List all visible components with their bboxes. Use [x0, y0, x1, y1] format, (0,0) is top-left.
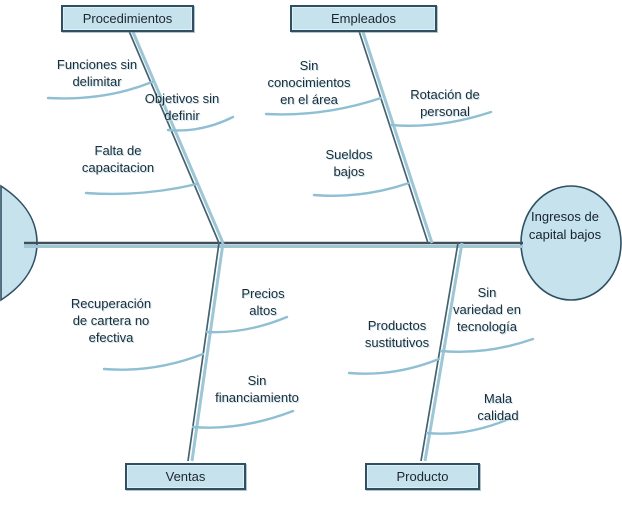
connector-sueldos-bajos — [312, 181, 411, 197]
cause-label-sueldos-bajos: Sueldos bajos — [325, 147, 373, 179]
connector-rotacion-de-personal — [389, 110, 493, 127]
cause-label-recuperacion-cartera: Recuperación de cartera no efectiva — [70, 296, 152, 345]
cause-label-falta-de-capacitacion: Falta de capacitacion — [81, 143, 155, 175]
connector-sin-financiamiento — [191, 409, 295, 429]
branch-line-ventas — [187, 242, 220, 462]
connector-productos-sustitutivos — [347, 357, 441, 375]
cause-label-funciones-sin-delimitar: Funciones sin delimitar — [56, 57, 138, 89]
connector-recuperacion-cartera — [102, 352, 205, 371]
branch-line-procedimientos — [128, 30, 220, 244]
effect-label: Ingresos de capital bajos — [528, 209, 602, 242]
cause-label-sin-variedad-tecnologia: Sin variedad en tecnología — [453, 285, 521, 334]
cause-label-objetivos-sin-definir: Objetivos sin definir — [144, 91, 220, 123]
category-label-empleados: Empleados — [330, 11, 397, 26]
connector-objetivos-sin-definir — [166, 115, 235, 132]
branch-accent-procedimientos — [131, 31, 225, 244]
branch-accent-ventas — [190, 242, 225, 462]
cause-label-mala-calidad: Mala calidad — [477, 391, 519, 423]
connector-sin-conocimientos — [264, 96, 383, 116]
cause-label-sin-conocimientos: Sin conocimientos en el área — [267, 58, 351, 107]
category-box-ventas: Ventas — [125, 463, 246, 490]
cause-label-rotacion-de-personal: Rotación de personal — [410, 87, 480, 119]
cause-label-sin-financiamiento: Sin financiamiento — [215, 373, 299, 405]
connector-mala-calidad — [425, 417, 511, 435]
category-label-producto: Producto — [396, 469, 449, 484]
category-box-procedimientos: Procedimientos — [61, 5, 194, 32]
category-box-producto: Producto — [365, 463, 480, 490]
branch-line-producto — [420, 242, 459, 462]
category-label-ventas: Ventas — [165, 469, 206, 484]
cause-label-precios-altos: Precios altos — [241, 286, 285, 318]
category-label-procedimientos: Procedimientos — [82, 11, 173, 26]
category-box-empleados: Empleados — [290, 5, 437, 32]
branch-accent-empleados — [361, 31, 434, 244]
connector-sin-variedad-tecnologia — [439, 337, 535, 353]
cause-connectors — [46, 80, 535, 435]
branch-line-empleados — [358, 30, 429, 244]
cause-label-productos-sustitutivos: Productos sustitutivos — [364, 318, 430, 350]
connector-falta-de-capacitacion — [84, 182, 199, 196]
connector-funciones-sin-delimitar — [46, 80, 154, 100]
connector-precios-altos — [205, 315, 289, 334]
